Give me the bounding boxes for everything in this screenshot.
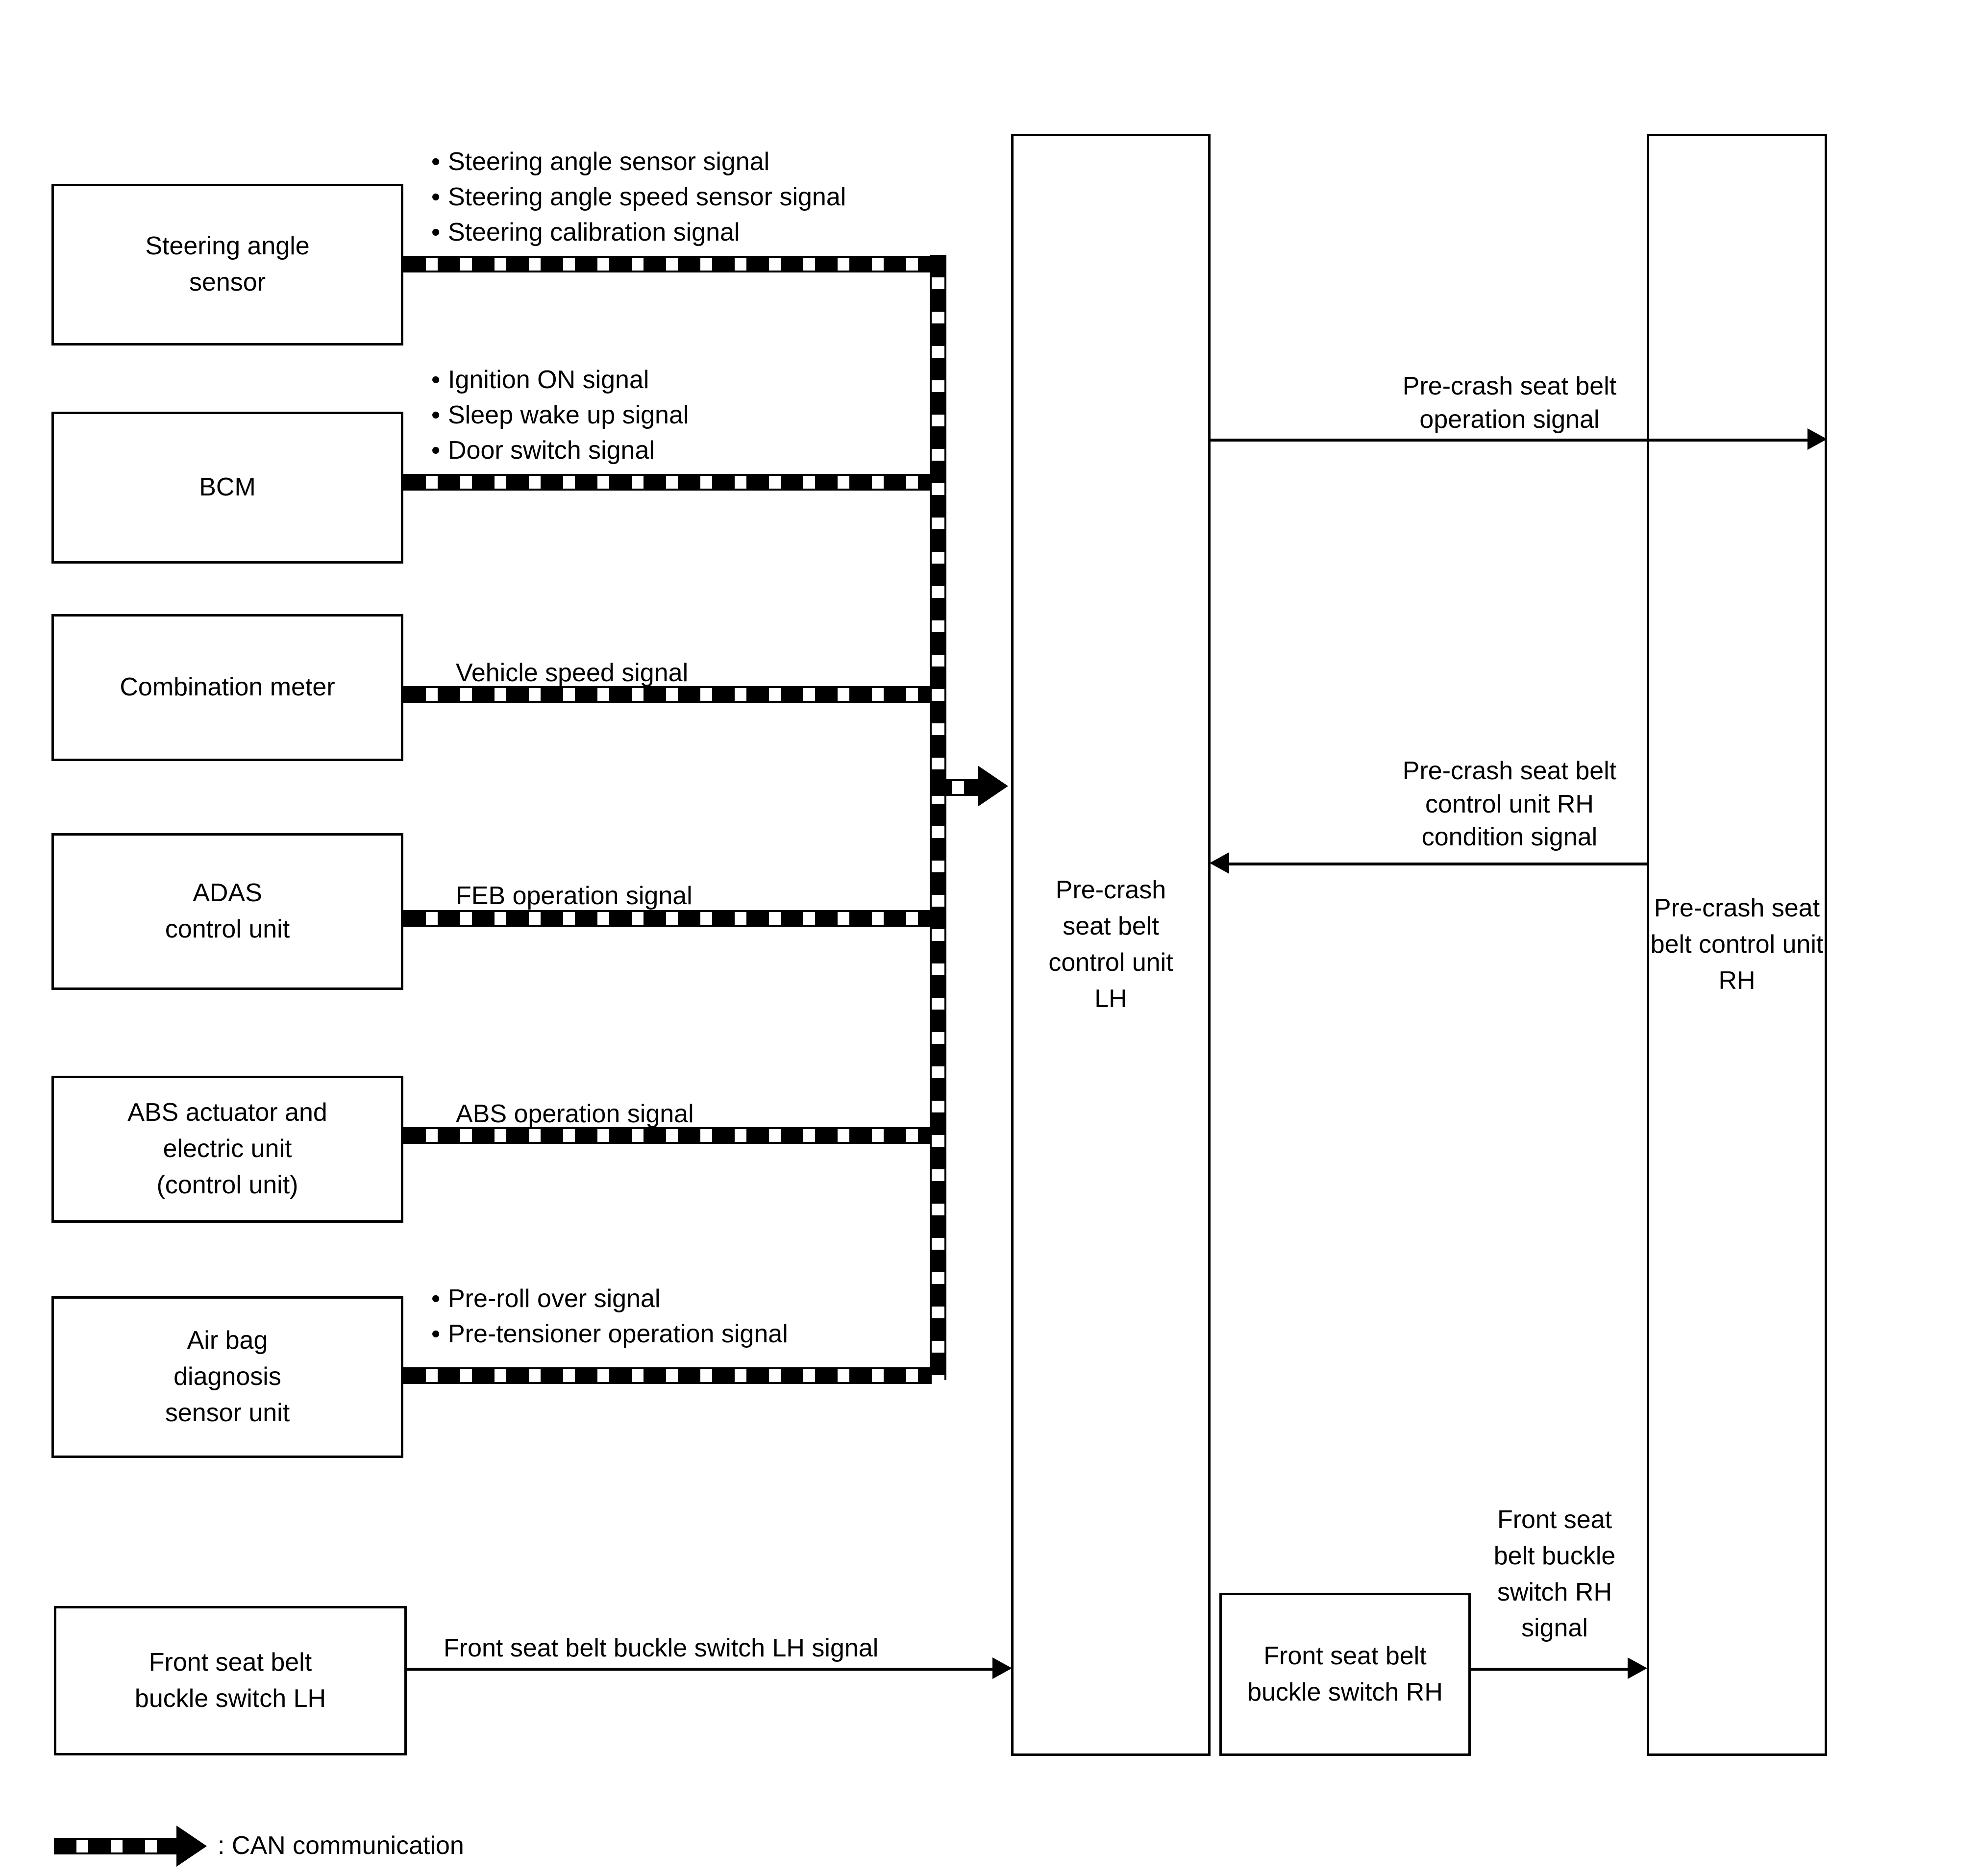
can-branch-bcm (403, 474, 932, 491)
can-branch-adas (403, 910, 932, 927)
arrow-line-condition-signal (1229, 863, 1648, 865)
node-front-buckle-switch-rh[interactable]: Front seat belt buckle switch RH (1219, 1593, 1471, 1756)
arrow-head-condition-signal (1210, 852, 1229, 874)
node-air-bag-sensor-unit[interactable]: Air bag diagnosis sensor unit (51, 1296, 403, 1458)
node-label: Combination meter (120, 673, 335, 702)
node-steering-angle-sensor[interactable]: Steering angle sensor (51, 184, 403, 346)
signal-item: Steering angle sensor signal (431, 145, 846, 180)
signal-item: Pre-roll over signal (431, 1282, 788, 1317)
arrow-head-buckle-lh (992, 1657, 1012, 1679)
can-branch-steering (403, 256, 932, 272)
label-buckle-lh-signal: Front seat belt buckle switch LH signal (444, 1634, 879, 1662)
signal-item: Pre-tensioner operation signal (431, 1317, 788, 1352)
can-bus-to-lh-unit (930, 779, 978, 796)
node-label: Air bag diagnosis sensor unit (165, 1326, 290, 1427)
can-branch-combination-meter (403, 686, 932, 703)
node-label: BCM (199, 473, 256, 502)
node-label: Steering angle sensor (145, 232, 310, 296)
node-label: ADAS control unit (165, 879, 290, 943)
label-buckle-rh-signal: Front seat belt buckle switch RH signal (1493, 1506, 1616, 1643)
node-front-buckle-switch-lh[interactable]: Front seat belt buckle switch LH (54, 1606, 407, 1755)
node-precrash-control-unit-lh[interactable]: Pre-crash seat belt control unit LH (1011, 134, 1211, 1756)
label-vehicle-speed-signal: Vehicle speed signal (456, 659, 689, 687)
node-label: Pre-crash seat belt control unit LH (1048, 876, 1173, 1013)
legend-text: : CAN communication (218, 1831, 464, 1860)
signal-item: Steering angle speed sensor signal (431, 180, 846, 215)
arrow-head-buckle-rh (1628, 1657, 1647, 1679)
can-branch-air-bag (403, 1367, 932, 1384)
node-precrash-control-unit-rh[interactable]: Pre-crash seat belt control unit RH (1647, 134, 1827, 1756)
arrow-head-operation-signal (1807, 428, 1827, 450)
arrow-line-buckle-lh (407, 1668, 992, 1671)
label-steering-signals: Steering angle sensor signal Steering an… (431, 145, 846, 250)
signal-item: Door switch signal (431, 433, 689, 469)
can-bus-legend-arrowhead (176, 1826, 207, 1867)
node-label: Front seat belt buckle switch LH (134, 1648, 326, 1713)
label-air-bag-signals: Pre-roll over signal Pre-tensioner opera… (431, 1282, 788, 1352)
legend: : CAN communication (54, 1826, 464, 1867)
signal-item: Sleep wake up signal (431, 398, 689, 433)
arrow-line-buckle-rh (1471, 1668, 1628, 1671)
can-bus-trunk (930, 255, 946, 1380)
label-condition-signal: Pre-crash seat belt control unit RH cond… (1402, 757, 1617, 852)
arrow-line-operation-signal (1211, 439, 1807, 442)
can-bus-legend-line (54, 1838, 176, 1854)
node-bcm[interactable]: BCM (51, 412, 403, 564)
can-branch-abs (403, 1127, 932, 1144)
label-abs-operation-signal: ABS operation signal (456, 1100, 694, 1128)
label-operation-signal: Pre-crash seat belt operation signal (1402, 372, 1617, 434)
node-label: Pre-crash seat belt control unit RH (1650, 894, 1824, 995)
signal-item: Steering calibration signal (431, 215, 846, 250)
node-abs-actuator[interactable]: ABS actuator and electric unit (control … (51, 1076, 403, 1223)
node-combination-meter[interactable]: Combination meter (51, 614, 403, 761)
label-feb-operation-signal: FEB operation signal (456, 882, 693, 910)
can-bus-arrowhead (978, 765, 1008, 807)
label-bcm-signals: Ignition ON signal Sleep wake up signal … (431, 363, 689, 468)
signal-item: Ignition ON signal (431, 363, 689, 398)
node-label: ABS actuator and electric unit (control … (127, 1098, 327, 1199)
node-adas-control-unit[interactable]: ADAS control unit (51, 833, 403, 990)
node-label: Front seat belt buckle switch RH (1247, 1641, 1443, 1706)
